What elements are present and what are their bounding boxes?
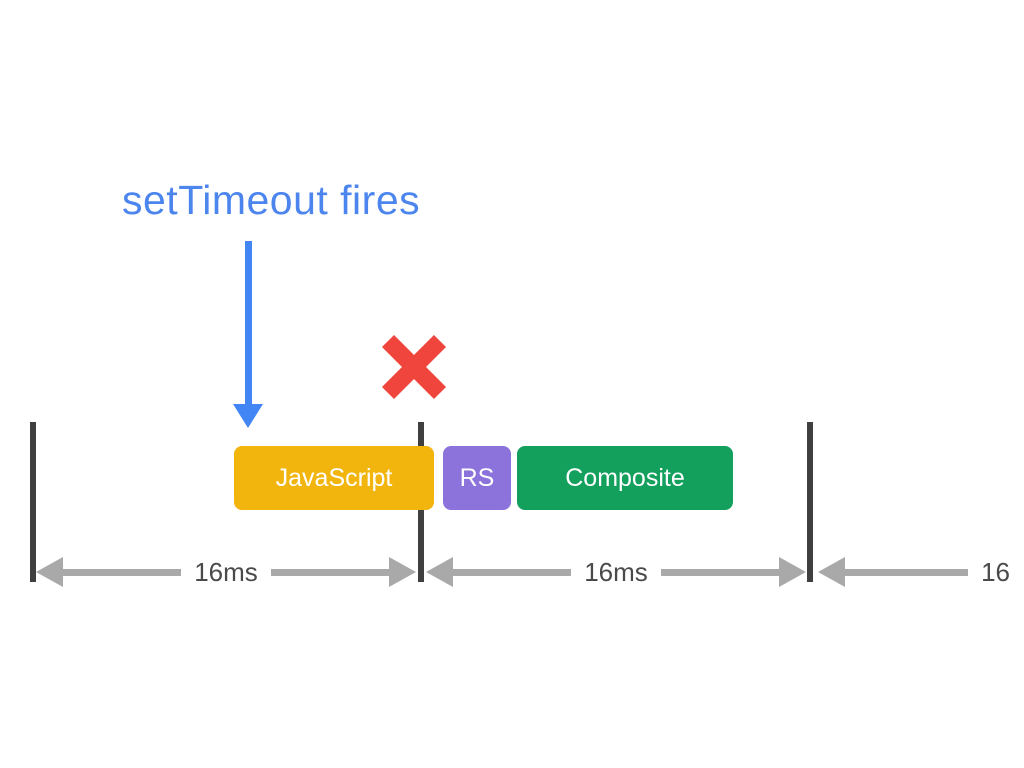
block-javascript-label: JavaScript: [275, 463, 393, 492]
block-composite: Composite: [517, 446, 733, 510]
interval-label-2: 16ms: [584, 556, 648, 587]
frame-boundary-bar-1: [30, 422, 36, 582]
block-composite-label: Composite: [565, 463, 685, 492]
block-rs: RS: [443, 446, 511, 510]
frame-boundary-bar-3: [807, 422, 813, 582]
interval-line: [660, 568, 780, 576]
annotation-label: setTimeout fires: [122, 177, 421, 223]
arrowhead-left-icon: [426, 557, 453, 587]
block-javascript: JavaScript: [234, 446, 434, 510]
interval-label-3: 16: [981, 556, 1010, 587]
reject-x-icon: [381, 334, 447, 405]
interval-line: [270, 568, 390, 576]
arrowhead-right-icon: [389, 557, 417, 587]
interval-arrow-3: 16: [818, 557, 1023, 587]
interval-line: [845, 568, 969, 576]
interval-arrow-1: 16ms: [36, 556, 417, 587]
block-rs-label: RS: [459, 463, 495, 492]
interval-line: [63, 568, 182, 576]
arrowhead-left-icon: [36, 557, 63, 587]
pointer-arrow-down-icon: [233, 404, 263, 428]
arrowhead-left-icon: [818, 557, 845, 587]
arrowhead-right-icon: [779, 557, 807, 587]
interval-line: [453, 568, 572, 576]
interval-label-1: 16ms: [194, 556, 258, 587]
pointer-arrow-line: [245, 241, 252, 405]
interval-arrow-2: 16ms: [426, 556, 807, 587]
